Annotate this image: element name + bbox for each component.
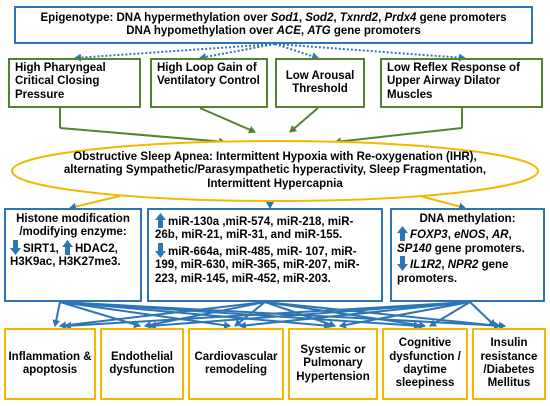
histone-modification-box: Histone modification /modifying enzyme: … (4, 208, 142, 302)
up-arrow-icon (155, 213, 166, 228)
phenotype-critical-closing-pressure: High Pharyngeal Critical Closing Pressur… (8, 58, 141, 108)
outcome-endothelial-dysfunction: Endothelial dysfunction (100, 328, 184, 400)
osa-description: Obstructive Sleep Apnea: Intermittent Hy… (63, 150, 487, 190)
epigenotype-box: Epigenotype: DNA hypermethylation over S… (14, 6, 533, 44)
epigenotype-line-2: DNA hypomethylation over ACE, ATG gene p… (126, 25, 421, 37)
phenotype-arousal-threshold: Low Arousal Threshold (275, 58, 365, 108)
phenotype-reflex-response: Low Reflex Response of Upper Airway Dila… (380, 58, 543, 108)
mirna-downregulated: miR-664a, miR-485, miR- 107, miR-199, mi… (155, 242, 375, 286)
down-arrow-icon (155, 242, 166, 258)
histone-heading: Histone modification /modifying enzyme: (16, 213, 130, 239)
outcome-inflammation: Inflammation & apoptosis (4, 328, 96, 400)
dna-methylation-up: FOXP3, eNOS, AR, SP140 gene promoters. (397, 226, 538, 256)
down-arrow-icon (10, 239, 21, 255)
up-arrow-icon (62, 239, 73, 255)
phenotype-loop-gain: High Loop Gain of Ventilatory Control (150, 58, 268, 108)
outcome-cognitive-dysfunction: Cognitive dysfunction / daytime sleepine… (382, 328, 468, 400)
outcome-insulin-resistance: Insulin resistance /Diabetes Mellitus (472, 328, 546, 400)
mirna-upregulated: miR-130a ,miR-574, miR-218, miR-26b, miR… (155, 213, 375, 243)
epigenotype-line-1: Epigenotype: DNA hypermethylation over S… (40, 11, 507, 24)
dna-methylation-down: IL1R2, NPR2 gene promoters. (397, 256, 538, 286)
mirna-box: miR-130a ,miR-574, miR-218, miR-26b, miR… (147, 208, 383, 302)
down-arrow-icon (397, 256, 408, 272)
outcome-hypertension: Systemic or Pulmonary Hypertension (288, 328, 378, 400)
dna-methylation-box: DNA methylation: FOXP3, eNOS, AR, SP140 … (390, 208, 545, 302)
outcome-cardiovascular-remodeling: Cardiovascular remodeling (188, 328, 284, 400)
histone-enzymes: SIRT1, HDAC2, H3K9ac, H3K27me3. (10, 239, 136, 270)
dna-methylation-heading: DNA methylation: (419, 213, 516, 225)
up-arrow-icon (397, 226, 408, 242)
osa-ellipse (11, 140, 539, 202)
